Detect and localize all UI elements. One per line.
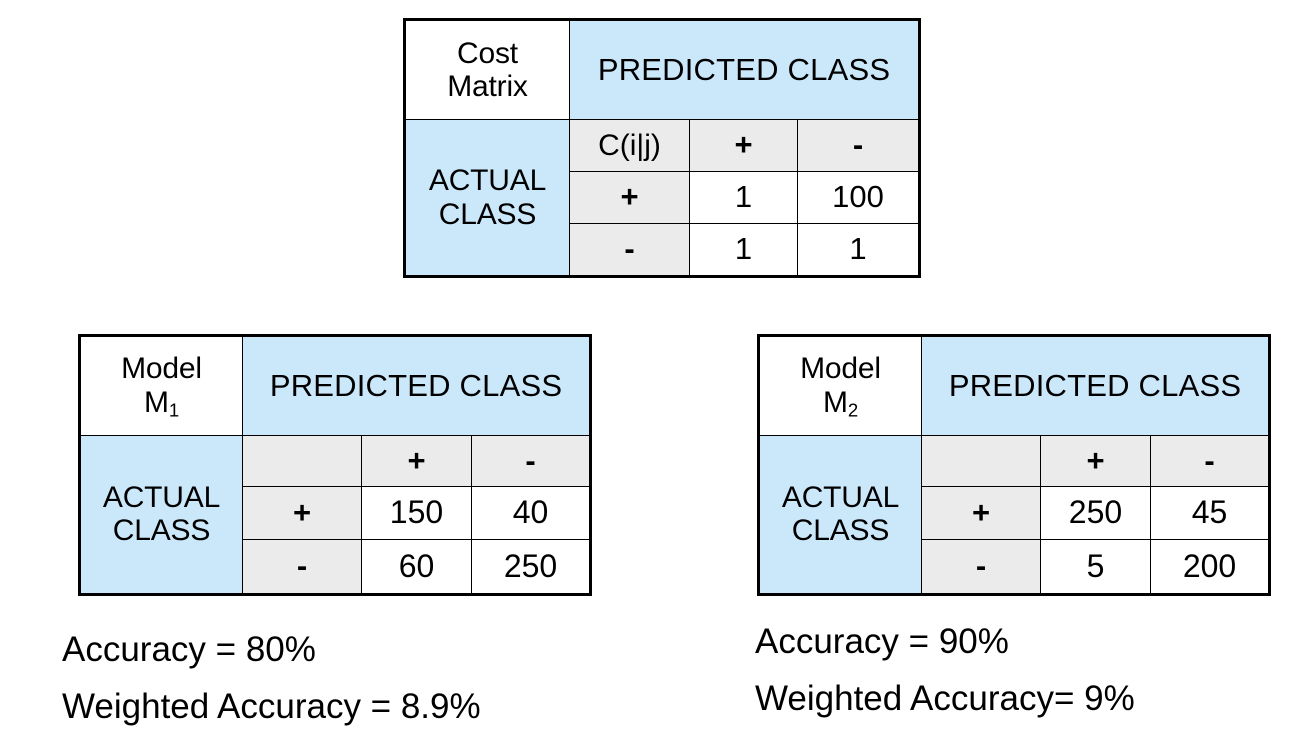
- model-m2-title-base: M: [823, 385, 848, 419]
- model-m2-row-label-positive: +: [921, 486, 1041, 541]
- model-m1-cell-pos-pos: 150: [361, 486, 472, 541]
- cost-matrix-title-line1: Cost: [457, 36, 518, 70]
- cost-matrix-table: Cost Matrix PREDICTED CLASS ACTUAL CLASS…: [403, 18, 922, 278]
- actual-class-line1: ACTUAL: [428, 164, 547, 198]
- table-row-actual-positive: + 250 45: [759, 486, 1271, 541]
- model-m1-cell-neg-neg: 250: [470, 539, 592, 595]
- model-m1-title: Model M1: [79, 335, 243, 436]
- model-m2-cell-neg-neg: 200: [1149, 539, 1271, 595]
- table-row-title: Model M2 PREDICTED CLASS: [758, 335, 1271, 436]
- actual-class-line2: CLASS: [791, 514, 890, 548]
- table-row-title: Model M1 PREDICTED CLASS: [79, 335, 592, 436]
- model-m2-title-subscript: 2: [847, 399, 858, 421]
- actual-class-line1: ACTUAL: [102, 480, 221, 514]
- cost-matrix-cell-pos-neg: 100: [796, 171, 921, 224]
- cost-matrix-predicted-class-header: PREDICTED CLASS: [568, 18, 921, 121]
- model-m2-title-line1: Model: [800, 352, 881, 386]
- model-m1-cell-pos-neg: 40: [470, 486, 592, 541]
- model-m1-col-label-positive: +: [361, 434, 472, 488]
- model-m1-accuracy-line: Accuracy = 80%: [62, 630, 316, 669]
- model-m1-metrics: Accuracy = 80% Weighted Accuracy = 8.9%: [62, 622, 481, 735]
- cost-matrix-cell-pos-pos: 1: [689, 171, 798, 224]
- model-m2-cell-neg-pos: 5: [1040, 539, 1151, 595]
- table-row-column-labels: ACTUAL CLASS C(i|j) + -: [404, 119, 921, 277]
- table-row-column-labels: ACTUAL CLASS + -: [758, 434, 1271, 596]
- model-m2-actual-class-header: ACTUAL CLASS: [758, 434, 922, 596]
- cost-matrix-title-line2: Matrix: [447, 70, 528, 104]
- cost-matrix-notation-label: C(i|j): [569, 119, 690, 172]
- cost-matrix-col-label-negative: -: [796, 119, 921, 172]
- cost-matrix-cell-neg-pos: 1: [689, 222, 798, 278]
- model-m2-cell-pos-neg: 45: [1149, 486, 1271, 541]
- model-m2-title: Model M2: [758, 335, 922, 436]
- model-m1-title-line1: Model: [121, 352, 202, 386]
- model-m2-table: Model M2 PREDICTED CLASS ACTUAL CLASS + …: [757, 334, 1272, 596]
- table-row-title: Cost Matrix PREDICTED CLASS: [404, 18, 921, 121]
- model-m1-col-label-negative: -: [470, 434, 592, 488]
- cost-matrix-col-label-positive: +: [689, 119, 798, 172]
- model-m2-accuracy-line: Accuracy = 90%: [755, 622, 1009, 661]
- actual-class-line1: ACTUAL: [781, 480, 900, 514]
- model-m2-cell-pos-pos: 250: [1040, 486, 1151, 541]
- table-row-actual-negative: - 5 200: [759, 539, 1271, 595]
- table-row-actual-positive: + 150 40: [80, 486, 592, 541]
- model-m2-predicted-class-header: PREDICTED CLASS: [920, 335, 1271, 436]
- model-m1-title-subscript: 1: [168, 399, 179, 421]
- model-m1-actual-class-header: ACTUAL CLASS: [79, 434, 243, 596]
- cost-matrix-row-label-negative: -: [569, 222, 690, 278]
- cost-matrix-actual-class-header: ACTUAL CLASS: [404, 119, 570, 277]
- table-row-actual-negative: - 60 250: [80, 539, 592, 595]
- model-m1-table: Model M1 PREDICTED CLASS ACTUAL CLASS + …: [78, 334, 593, 596]
- model-m1-weighted-accuracy-line: Weighted Accuracy = 8.9%: [62, 686, 481, 726]
- model-m1-title-base: M: [144, 385, 169, 419]
- model-m2-col-label-positive: +: [1040, 434, 1151, 488]
- table-row-actual-positive: + 1 100: [405, 171, 921, 224]
- model-m1-row-label-positive: +: [242, 486, 362, 541]
- actual-class-line2: CLASS: [438, 197, 537, 231]
- table-row-column-labels: ACTUAL CLASS + -: [79, 434, 592, 596]
- model-m1-cell-neg-pos: 60: [361, 539, 472, 595]
- model-m2-weighted-accuracy-line: Weighted Accuracy= 9%: [755, 678, 1135, 718]
- cost-matrix-title: Cost Matrix: [404, 18, 570, 121]
- model-m2-col-label-negative: -: [1149, 434, 1271, 488]
- model-m2-metrics: Accuracy = 90% Weighted Accuracy= 9%: [755, 614, 1135, 727]
- table-row-actual-negative: - 1 1: [405, 222, 921, 278]
- cost-matrix-row-label-positive: +: [569, 171, 690, 224]
- model-m1-row-label-negative: -: [242, 539, 362, 595]
- cost-matrix-cell-neg-neg: 1: [796, 222, 921, 278]
- model-m1-notation-label: [242, 434, 362, 488]
- model-m2-row-label-negative: -: [921, 539, 1041, 595]
- model-m1-predicted-class-header: PREDICTED CLASS: [241, 335, 592, 436]
- actual-class-line2: CLASS: [112, 514, 211, 548]
- model-m2-notation-label: [921, 434, 1041, 488]
